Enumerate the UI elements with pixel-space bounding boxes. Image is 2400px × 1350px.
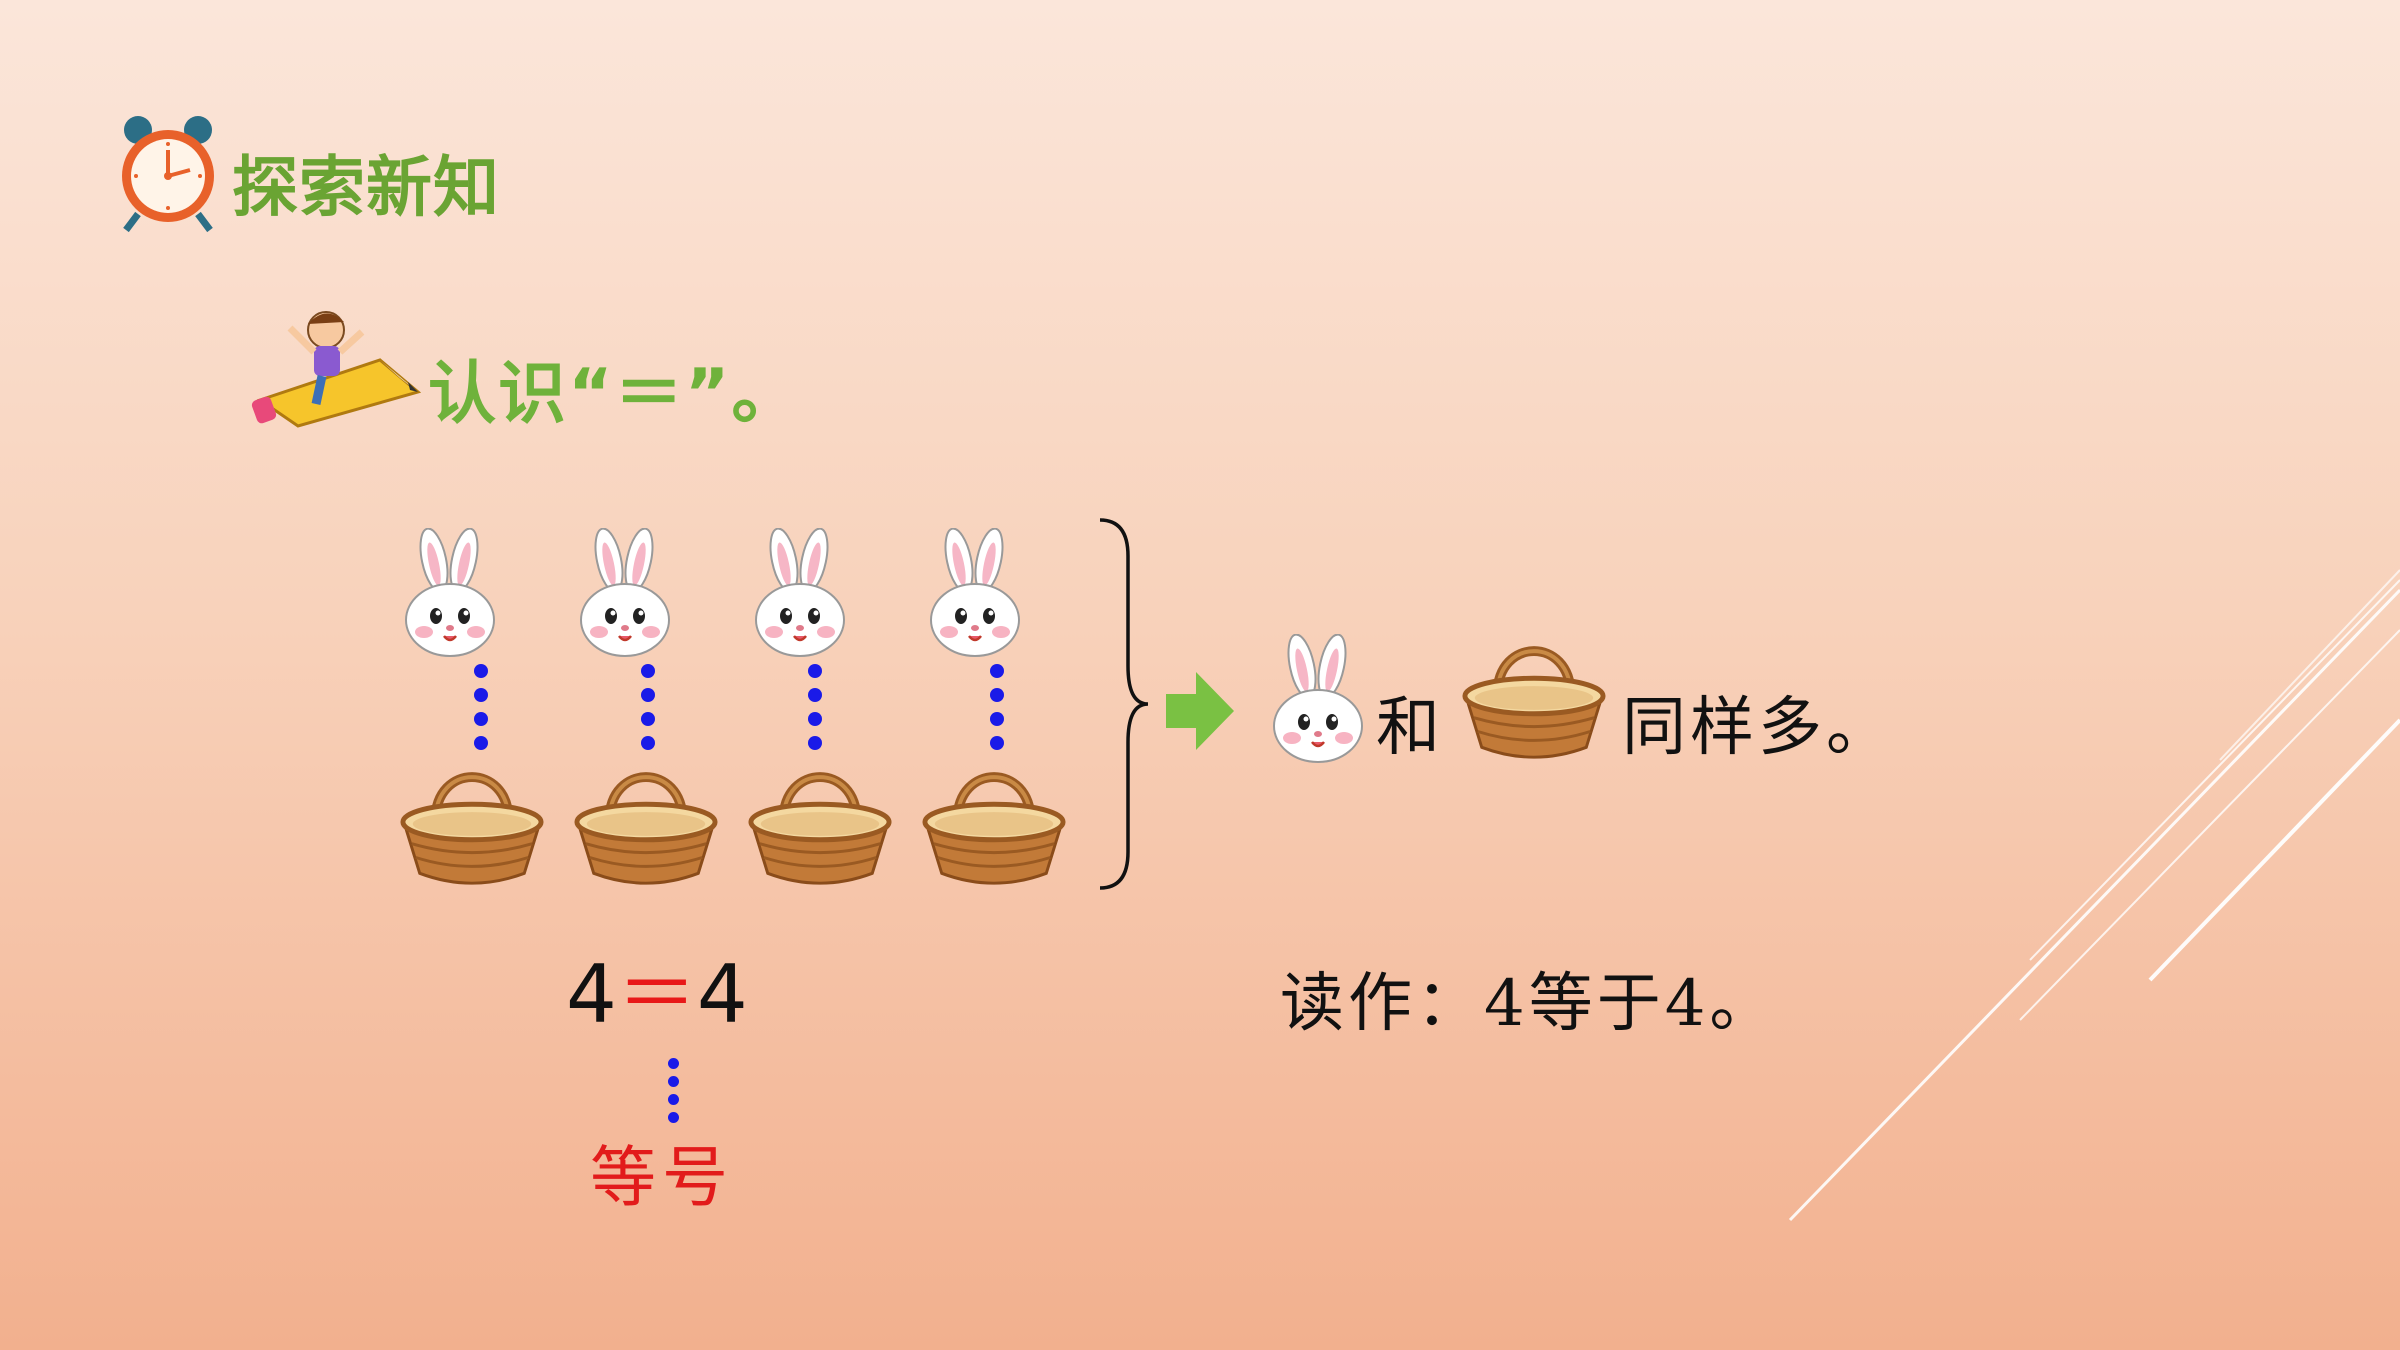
same-amount-text: 同样多。	[1622, 691, 1894, 765]
section-title: 探索新知	[232, 149, 500, 226]
equal-sign-label: 等号	[590, 1139, 734, 1216]
decorative-lines	[1788, 569, 2400, 1222]
reading-text: 读作：4等于4。	[1280, 967, 1778, 1041]
basket-icon	[398, 752, 546, 892]
and-word: 和	[1376, 691, 1444, 765]
alarm-clock-icon	[116, 114, 220, 238]
equation-left: 4	[566, 948, 617, 1041]
equation-right: 4	[696, 948, 748, 1041]
basket-row	[398, 752, 1078, 902]
topic-title: 认识“＝”。	[428, 355, 802, 434]
green-arrow-icon	[1166, 672, 1234, 750]
equation: 4＝4	[566, 930, 748, 1046]
basket-icon	[746, 752, 894, 892]
right-brace	[1099, 518, 1149, 890]
basket-icon	[572, 752, 720, 892]
equal-sign: ＝	[616, 948, 697, 1041]
kid-on-pencil-icon	[250, 300, 422, 434]
basket-icon	[920, 752, 1068, 892]
rabbit-icon	[575, 528, 675, 658]
rabbit-row	[400, 528, 1060, 660]
rabbit-icon	[400, 528, 500, 658]
rabbit-icon	[1268, 634, 1368, 764]
rabbit-icon	[750, 528, 850, 658]
rabbit-icon	[925, 528, 1025, 658]
basket-icon	[1460, 626, 1608, 766]
